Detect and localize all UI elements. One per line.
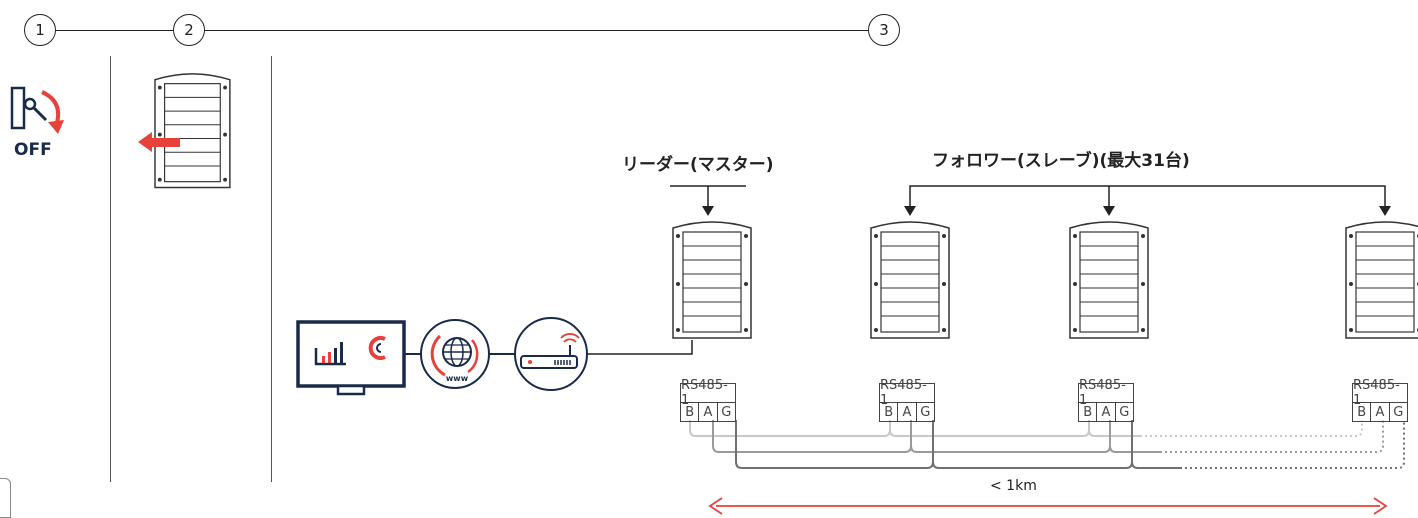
leader-inverter [672, 221, 752, 339]
pin-a: A [1097, 403, 1116, 421]
step-2-number: 2 [184, 21, 194, 39]
step-connector-1-2 [56, 30, 173, 31]
rs485-terminal-follower-3: RS485-1 B A G [1352, 378, 1408, 422]
rs485-wire-a [712, 420, 1160, 453]
step-1-number: 1 [35, 21, 45, 39]
rs485-wire-g-dotted [1180, 420, 1405, 469]
rs485-title: RS485-1 [879, 378, 935, 408]
distance-arrowhead-right [1373, 497, 1388, 515]
internet-globe-icon: www [420, 319, 490, 389]
inverter-remove-icon [138, 73, 231, 189]
pin-a: A [1371, 403, 1390, 421]
distance-label: < 1km [990, 478, 1037, 494]
follower-inverter-2 [1069, 221, 1149, 339]
www-label: www [446, 374, 469, 383]
pin-b: B [681, 403, 700, 421]
step-2-circle: 2 [173, 14, 205, 46]
rs485-terminal-leader: RS485-1 B A G [680, 378, 736, 422]
follower-label: フォロワー(スレーブ)(最大31台) [932, 151, 1190, 171]
router-leader-link [587, 340, 693, 355]
pin-g: G [920, 404, 931, 420]
pin-b: B [1079, 403, 1098, 421]
divider-step-1-2 [110, 56, 111, 482]
rs485-title: RS485-1 [680, 378, 736, 408]
rs485-terminal-follower-2: RS485-1 B A G [1078, 378, 1134, 422]
rs485-wire-b [689, 420, 1140, 437]
follower-arrowhead-1 [904, 206, 916, 216]
pin-g: G [1119, 404, 1130, 420]
rs485-terminal-follower-1: RS485-1 B A G [879, 378, 935, 422]
pin-g: G [1393, 404, 1404, 420]
step-1-circle: 1 [24, 14, 56, 46]
router-icon [514, 317, 588, 391]
pin-a: A [898, 403, 917, 421]
switch-off-icon [10, 86, 64, 134]
pin-b: B [1353, 403, 1372, 421]
step-3-number: 3 [879, 21, 889, 39]
distance-arrowhead-left [708, 497, 723, 515]
monitoring-screen-icon [296, 320, 406, 396]
step-connector-2-3 [205, 30, 868, 31]
follower-arrowhead-2 [1103, 206, 1115, 216]
rs485-wire-b-dotted [1140, 420, 1363, 437]
rs485-title: RS485-1 [1352, 378, 1408, 408]
leader-label: リーダー(マスター) [622, 155, 774, 175]
pin-b: B [880, 403, 899, 421]
follower-inverter-3 [1345, 221, 1418, 339]
rs485-wire-a-dotted [1160, 420, 1384, 453]
rs485-title: RS485-1 [1078, 378, 1134, 408]
pin-a: A [699, 403, 718, 421]
divider-step-2-3 [271, 56, 272, 482]
pin-g: G [721, 404, 732, 420]
follower-bracket [909, 185, 1386, 214]
step-3-circle: 3 [868, 14, 900, 46]
leader-arrowhead [702, 206, 714, 216]
rs485-wire-g [735, 420, 1180, 469]
off-label: OFF [14, 140, 52, 160]
follower-arrowhead-3 [1379, 206, 1391, 216]
follower-inverter-1 [870, 221, 950, 339]
